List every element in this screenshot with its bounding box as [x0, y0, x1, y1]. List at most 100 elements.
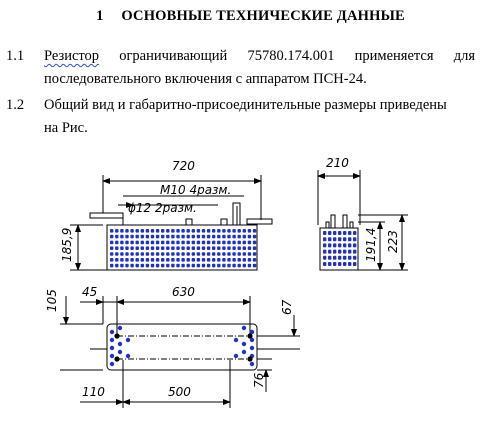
vent-hole [237, 240, 241, 245]
vent-hole [252, 240, 257, 245]
vent-hole [196, 229, 201, 233]
vent-hole [186, 246, 190, 250]
vent-dot [125, 353, 131, 359]
vent-hole [348, 262, 352, 266]
vent-hole [333, 249, 337, 254]
vent-hole [201, 252, 206, 256]
vent-hole [196, 234, 201, 239]
vent-hole [212, 263, 216, 268]
vent-hole [155, 240, 160, 245]
vent-hole [212, 234, 216, 239]
vent-hole [135, 240, 139, 245]
vent-hole [247, 263, 252, 268]
vent-hole [135, 263, 139, 268]
vent-hole [227, 234, 231, 239]
vent-hole [191, 229, 195, 233]
vent-hole [155, 246, 160, 250]
section-title: ОСНОВНЫЕ ТЕХНИЧЕСКИЕ ДАННЫЕ [121, 8, 405, 24]
vent-hole [348, 255, 352, 260]
vent-hole [110, 246, 114, 250]
vent-hole [171, 258, 175, 262]
vent-hole [242, 246, 246, 250]
vent-hole [328, 237, 332, 242]
vent-hole [201, 263, 206, 268]
vent-hole [206, 234, 211, 239]
vent-hole [232, 263, 236, 268]
vent-hole [212, 229, 216, 233]
vent-hole [191, 234, 195, 239]
vent-hole [181, 246, 185, 250]
vent-hole [343, 262, 347, 266]
paragraph-line: Резистор ограничивающий 75780.174.001 пр… [44, 45, 475, 68]
vent-hole [166, 229, 170, 233]
vent-hole [191, 240, 195, 245]
vent-dot [109, 345, 115, 351]
top-mount-holes [114, 333, 253, 362]
vent-hole [343, 243, 347, 248]
vent-hole [333, 243, 337, 248]
vent-hole [206, 240, 211, 245]
vent-hole [150, 234, 155, 239]
vent-hole [155, 263, 160, 268]
vent-hole [140, 246, 144, 250]
vent-hole [115, 234, 119, 239]
section-number: 1 [96, 8, 104, 24]
vent-hole [176, 240, 180, 245]
vent-hole [186, 234, 190, 239]
vent-hole [343, 249, 347, 254]
vent-hole [161, 234, 165, 239]
vent-hole [196, 263, 201, 268]
vent-hole [343, 231, 347, 235]
vent-hole [222, 246, 226, 250]
vent-hole [237, 263, 241, 268]
vent-hole [252, 252, 257, 256]
vent-hole [217, 240, 221, 245]
vent-hole [161, 229, 165, 233]
dim-front-width: 720 [172, 159, 195, 173]
vent-hole [191, 246, 195, 250]
vent-dot [241, 349, 247, 355]
vent-hole [115, 258, 119, 262]
vent-hole [186, 229, 190, 233]
vent-hole [212, 258, 216, 262]
vent-hole [125, 252, 129, 256]
vent-hole [176, 234, 180, 239]
vent-hole [171, 229, 175, 233]
word: Резистор [44, 48, 100, 64]
vent-hole [333, 237, 337, 242]
vent-hole [166, 240, 170, 245]
vent-hole [237, 252, 241, 256]
vent-hole [237, 234, 241, 239]
dim-side-total-height: 223 [386, 230, 400, 253]
vent-hole [323, 249, 327, 254]
vent-hole [186, 252, 190, 256]
vent-hole [125, 246, 129, 250]
vent-hole [237, 229, 241, 233]
vent-hole [130, 252, 134, 256]
vent-hole [161, 252, 165, 256]
vent-hole [171, 263, 175, 268]
section-heading: 1 ОСНОВНЫЕ ТЕХНИЧЕСКИЕ ДАННЫЕ [0, 8, 501, 25]
vent-hole [348, 249, 352, 254]
vent-hole [201, 229, 206, 233]
dim-top-hole-span: 630 [172, 285, 195, 299]
dim-hole-label: M10 4разм. [160, 183, 231, 197]
vent-hole [161, 258, 165, 262]
vent-hole [212, 240, 216, 245]
vent-hole [140, 240, 144, 245]
vent-hole [343, 237, 347, 242]
vent-hole [161, 263, 165, 268]
vent-hole [130, 240, 134, 245]
vent-hole [227, 240, 231, 245]
vent-hole [110, 229, 114, 233]
vent-hole [140, 234, 144, 239]
dim-top-left-offset: 45 [82, 285, 97, 299]
vent-hole [120, 258, 124, 262]
vent-hole [191, 263, 195, 268]
vent-hole [353, 262, 357, 266]
vent-hole [140, 263, 144, 268]
vent-hole [110, 258, 114, 262]
vent-dot [109, 353, 115, 359]
vent-hole [135, 246, 139, 250]
vent-hole [232, 252, 236, 256]
